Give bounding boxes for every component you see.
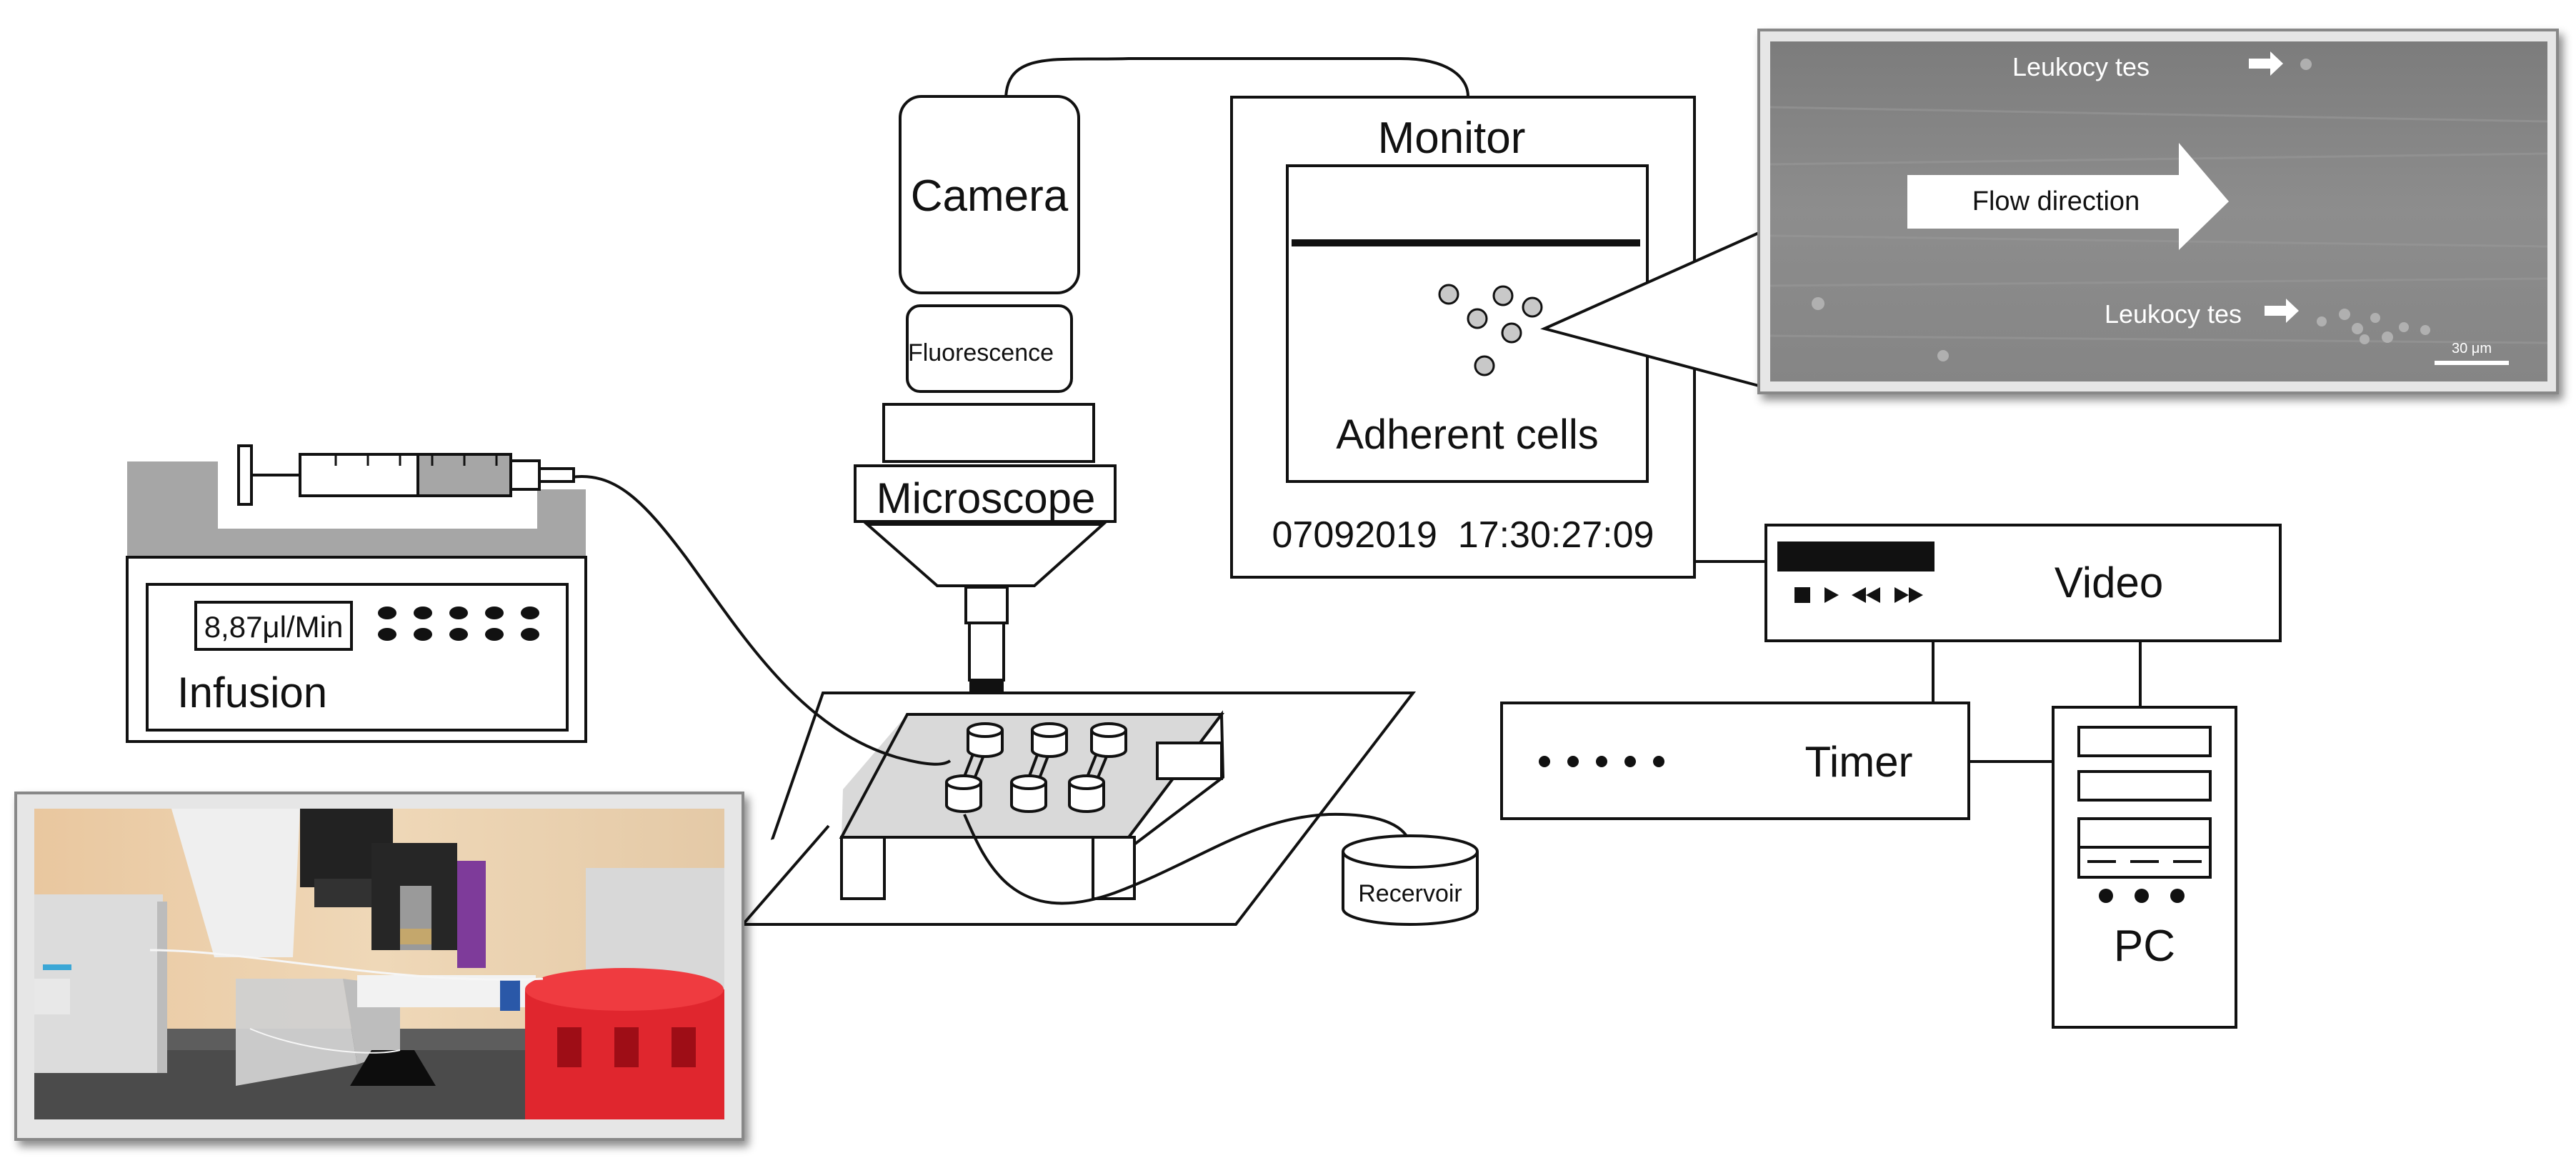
pc-indicator-dots [2099, 889, 2185, 903]
monitor-title: Monitor [1378, 114, 1526, 163]
pump-keypad-dots [378, 607, 539, 641]
syringe [237, 444, 575, 506]
leukocytes-label-bottom: Leukocy tes [2105, 299, 2242, 329]
flow-direction-label: Flow direction [1972, 186, 2140, 216]
micrograph-callout-pointer [1544, 233, 1759, 386]
microscope: Microscope [854, 464, 1117, 523]
flow-rate-display [194, 601, 353, 651]
outlet-tubing [963, 812, 1412, 905]
pc-drive-bay-2 [2077, 770, 2212, 802]
fluorescence-label: Fluorescence [908, 339, 1054, 366]
timer-dots [1539, 756, 1664, 767]
pump-mode-label: Infusion [177, 669, 327, 717]
leukocytes-arrow-bottom [2265, 299, 2299, 323]
objective-cone [863, 523, 1107, 587]
fluorescence-module: Fluorescence [906, 304, 1073, 393]
pc-label: PC [2114, 922, 2175, 971]
camera-label: Camera [911, 171, 1069, 221]
flow-chip [839, 710, 1225, 900]
reservoir-label: Recervoir [1358, 880, 1462, 907]
monitor-timestamp: 07092019 17:30:27:09 [1272, 514, 1654, 556]
flow-rate-value: 8,87μl/Min [204, 610, 344, 644]
timer-label: Timer [1804, 738, 1912, 786]
video-transport-controls [1794, 587, 1923, 603]
reservoir: Recervoir [1342, 834, 1479, 926]
pump-cradle [127, 461, 586, 557]
adherent-cells-caption: Adherent cells [1336, 411, 1599, 458]
microscope-label: Microscope [877, 474, 1096, 522]
syringe-pump: 8,87μl/Min Infusion [126, 556, 587, 743]
chip-outlet-ports [945, 774, 1105, 813]
microscope-head [882, 403, 1095, 463]
leukocytes-arrow-top [2249, 51, 2283, 76]
inlet-tubing [571, 475, 952, 766]
pc-drive-bay-1 [2077, 726, 2212, 757]
setup-photo [14, 792, 744, 1141]
camera-monitor-cable [1004, 57, 1469, 101]
flow-direction-arrow [1907, 143, 2229, 250]
leukocytes-label-top: Leukocy tes [2012, 52, 2150, 81]
video-recorder: Video [1764, 524, 2282, 642]
chip-inlet-ports [967, 722, 1127, 758]
photo-callout-pointer [729, 826, 829, 924]
objective-lens [964, 586, 1009, 704]
pc: PC [2052, 706, 2237, 1029]
timer: Timer [1500, 702, 1970, 820]
camera: Camera [899, 95, 1080, 294]
adherent-cell-markers [1438, 284, 1543, 376]
video-tape-slot [1777, 541, 1935, 571]
video-label: Video [2055, 559, 2163, 607]
leukocyte-cells [1812, 59, 2430, 361]
scale-bar-label: 30 μm [2452, 341, 2492, 356]
